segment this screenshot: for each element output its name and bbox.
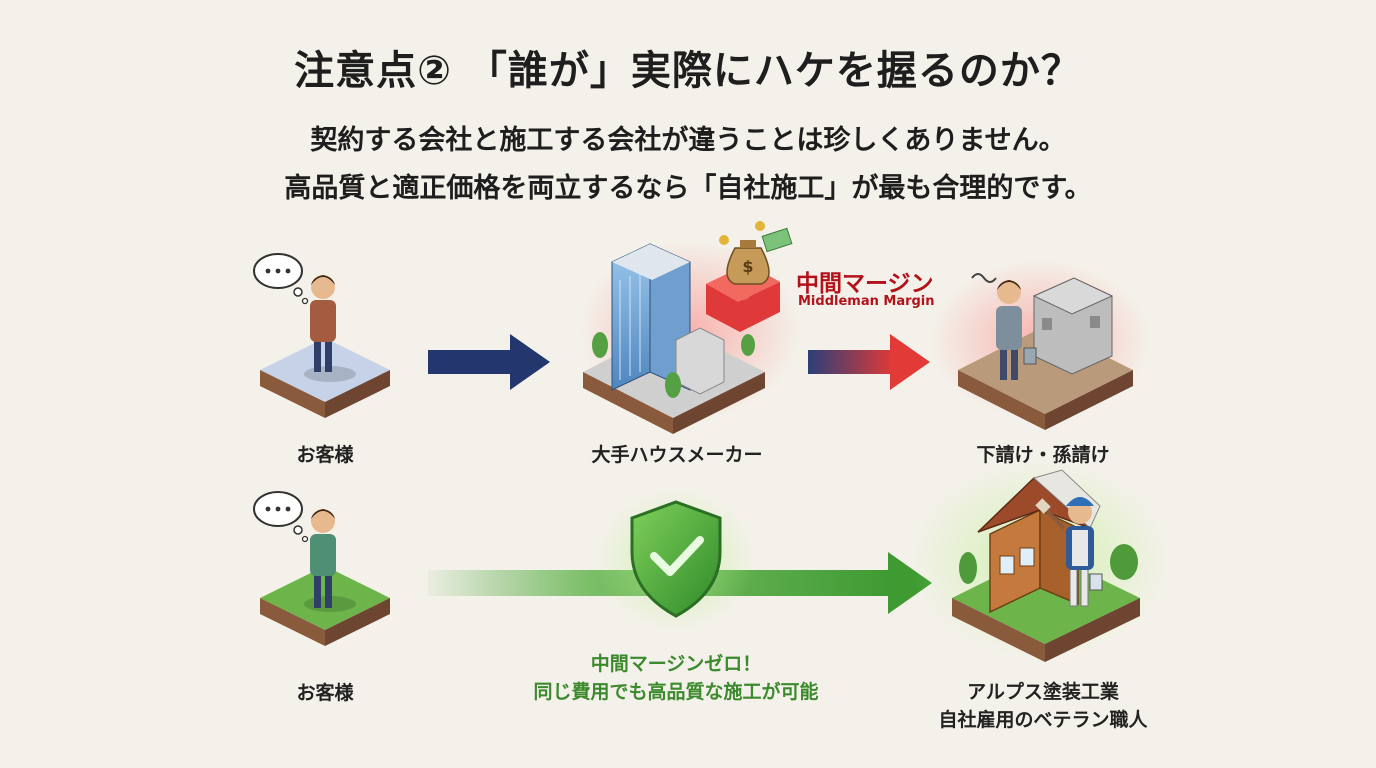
thought-bubble-icon — [253, 253, 309, 305]
zero-margin-line-2: 同じ費用でも高品質な施工が可能 — [533, 681, 819, 703]
maker-label: 大手ハウスメーカー — [591, 444, 763, 466]
unfinished-building — [1032, 277, 1114, 375]
thought-bubble-icon — [253, 491, 309, 543]
company-label: アルプス塗装工業 自社雇用のベテラン職人 — [893, 678, 1193, 734]
worker-figure — [996, 280, 1037, 380]
arrow-customer-to-maker — [428, 334, 550, 390]
customer-figure-bottom — [310, 509, 336, 608]
craftsman-figure — [1066, 497, 1103, 607]
company-name: アルプス塗装工業 — [967, 681, 1119, 703]
page-title: 注意点② 「誰が」実際にハケを握るのか？ — [294, 48, 1082, 94]
subcontractor-label: 下請け・孫請け — [976, 444, 1110, 466]
subtitle-line-1: 契約する会社と施工する会社が違うことは珍しくありません。 — [310, 125, 1066, 156]
margin-label-jp: 中間マージン — [796, 271, 934, 297]
customer-label-top: お客様 — [296, 444, 354, 466]
zero-margin-message: 中間マージンゼロ！ 同じ費用でも高品質な施工が可能 — [466, 650, 886, 706]
cash-icon — [761, 227, 793, 253]
wooden-house — [977, 469, 1101, 614]
office-building — [611, 243, 725, 395]
brush-icon — [1035, 498, 1066, 530]
tree-small — [592, 332, 755, 398]
customer-label-bottom: お客様 — [296, 682, 354, 704]
stress-scribble-icon — [971, 273, 997, 283]
customer-figure-top — [310, 275, 336, 372]
zero-margin-line-1: 中間マージンゼロ！ — [590, 653, 762, 675]
arrow-maker-to-sub — [808, 334, 930, 390]
money-bag-icon: $ — [719, 221, 770, 285]
company-tagline: 自社雇用のベテラン職人 — [938, 709, 1148, 731]
shield-check-icon — [596, 488, 756, 632]
subtitle-line-2: 高品質と適正価格を両立するなら「自社施工」が最も合理的です。 — [284, 173, 1092, 204]
margin-label-en: Middleman Margin — [798, 294, 935, 309]
svg-text:$: $ — [742, 257, 753, 276]
tree-small — [959, 544, 1138, 584]
